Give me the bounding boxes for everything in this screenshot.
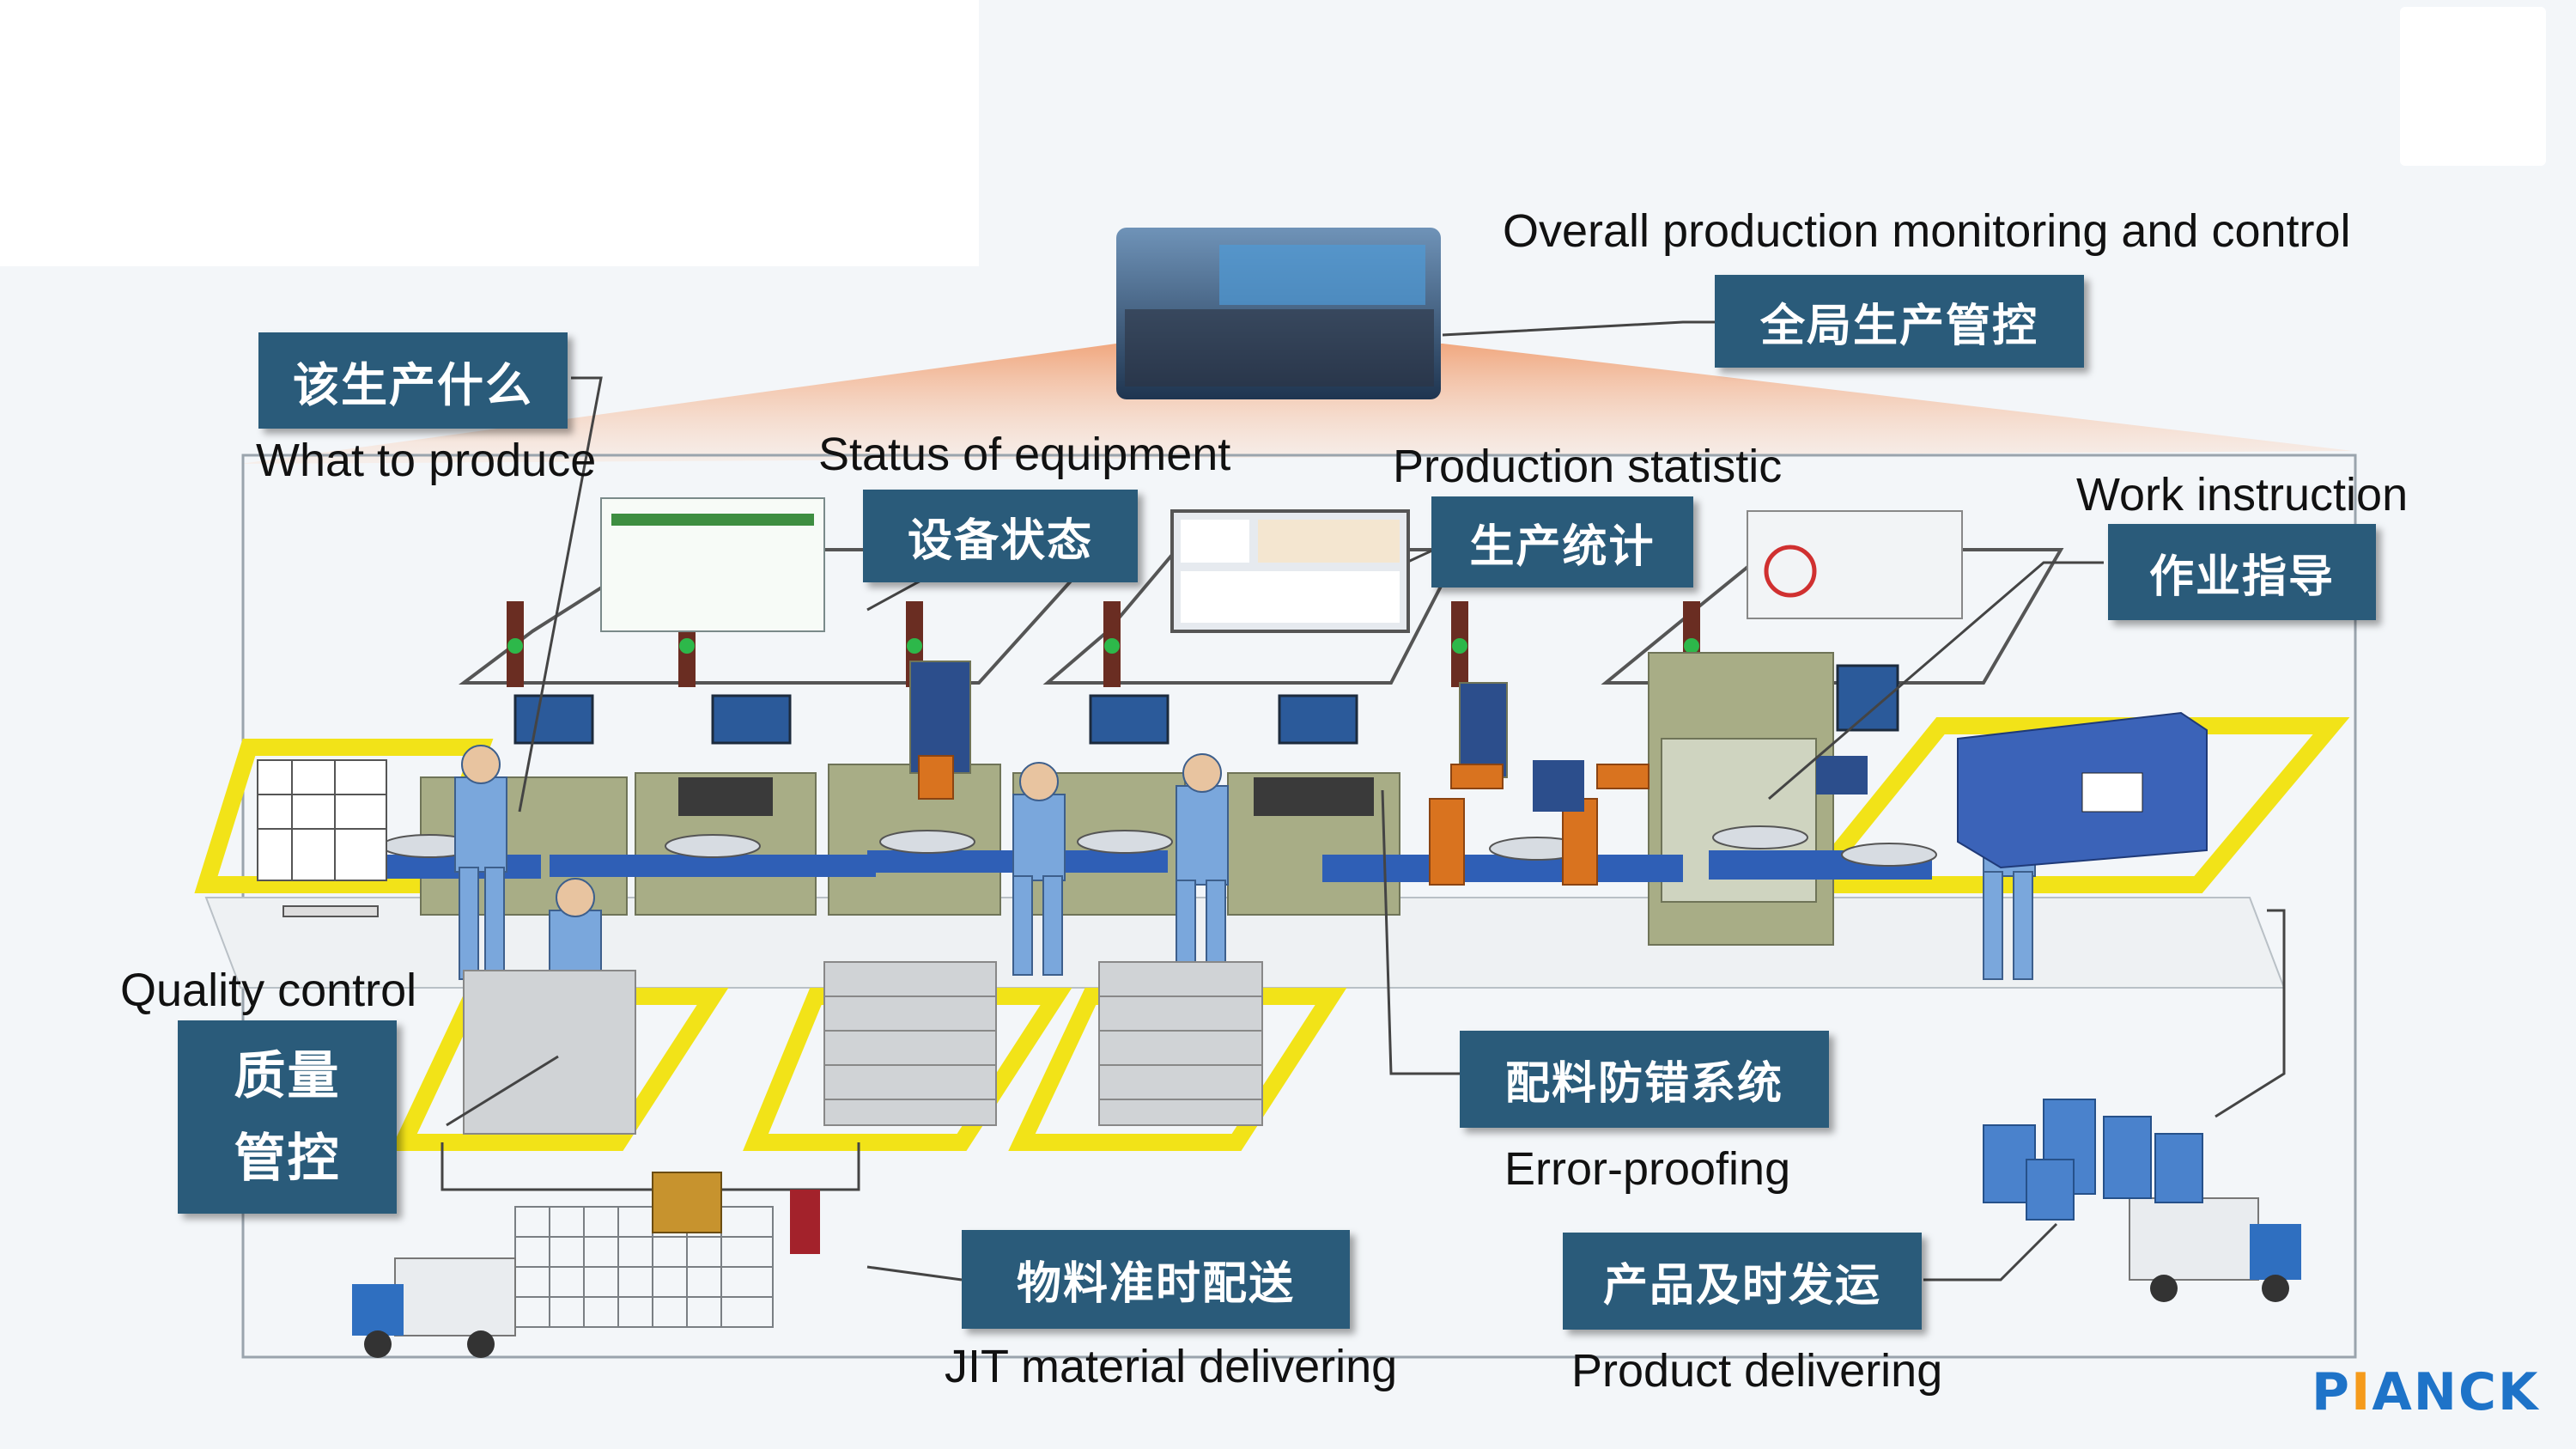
label-product-delivery: 产品及时发运	[1563, 1233, 1922, 1330]
label-quality-control: 质量 管控	[178, 1020, 397, 1214]
quality-cn-2: 管控	[234, 1128, 341, 1189]
what-en: What to produce	[256, 435, 597, 486]
statistic-en: Production statistic	[1393, 441, 1783, 492]
logo-part-1: P	[2312, 1362, 2351, 1422]
statistic-cn: 生产统计	[1469, 521, 1656, 573]
left-parts-rack	[257, 759, 387, 881]
control-room-beam	[240, 344, 2353, 464]
planck-logo: PIANCK	[2312, 1362, 2540, 1422]
control-room-photo	[1116, 228, 1441, 399]
equipment-en: Status of equipment	[818, 429, 1231, 480]
equipment-cn: 设备状态	[907, 514, 1093, 567]
quality-en: Quality control	[120, 965, 417, 1016]
warehouse-racks	[514, 1206, 774, 1328]
left-truck	[352, 1257, 516, 1358]
instruction-cn: 作业指导	[2148, 551, 2335, 603]
overall-en: Overall production monitoring and contro…	[1503, 205, 2351, 257]
label-equipment-status: 设备状态	[863, 490, 1138, 582]
software-screenshots	[600, 497, 1963, 633]
quality-cn-1: 质量	[234, 1045, 341, 1106]
label-jit-delivery: 物料准时配送	[962, 1230, 1350, 1329]
label-what-to-produce: 该生产什么	[258, 332, 568, 429]
pallet-boxes	[652, 1172, 722, 1233]
label-error-proofing: 配料防错系统	[1460, 1031, 1829, 1128]
top-left-blank-area	[0, 0, 979, 266]
right-truck	[2129, 1197, 2301, 1302]
errorproof-en: Error-proofing	[1504, 1143, 1791, 1195]
material-carts	[463, 961, 1263, 1135]
logo-part-3: ANCK	[2372, 1362, 2540, 1422]
product-en: Product delivering	[1571, 1345, 1943, 1397]
customer-buildings	[1983, 1099, 2203, 1221]
logo-part-2: I	[2350, 1362, 2372, 1422]
what-cn: 该生产什么	[293, 357, 533, 412]
label-overall-control: 全局生产管控	[1715, 275, 2084, 368]
errorproof-cn: 配料防错系统	[1504, 1058, 1783, 1110]
robot-arms	[918, 755, 1649, 886]
overall-cn: 全局生产管控	[1759, 300, 2038, 352]
left-table	[283, 905, 379, 917]
jit-en: JIT material delivering	[945, 1341, 1398, 1392]
red-machine	[790, 1190, 820, 1254]
hanging-monitors	[513, 664, 1899, 745]
instruction-en: Work instruction	[2076, 469, 2409, 521]
jit-cn: 物料准时配送	[1016, 1258, 1295, 1310]
station-instruments	[678, 756, 1868, 816]
barcode-label	[2081, 772, 2143, 813]
top-right-blank-area	[2400, 7, 2546, 166]
label-production-statistic: 生产统计	[1431, 496, 1693, 588]
product-cn: 产品及时发运	[1602, 1260, 1881, 1312]
label-work-instruction: 作业指导	[2108, 524, 2376, 620]
product-parts	[381, 825, 1937, 867]
